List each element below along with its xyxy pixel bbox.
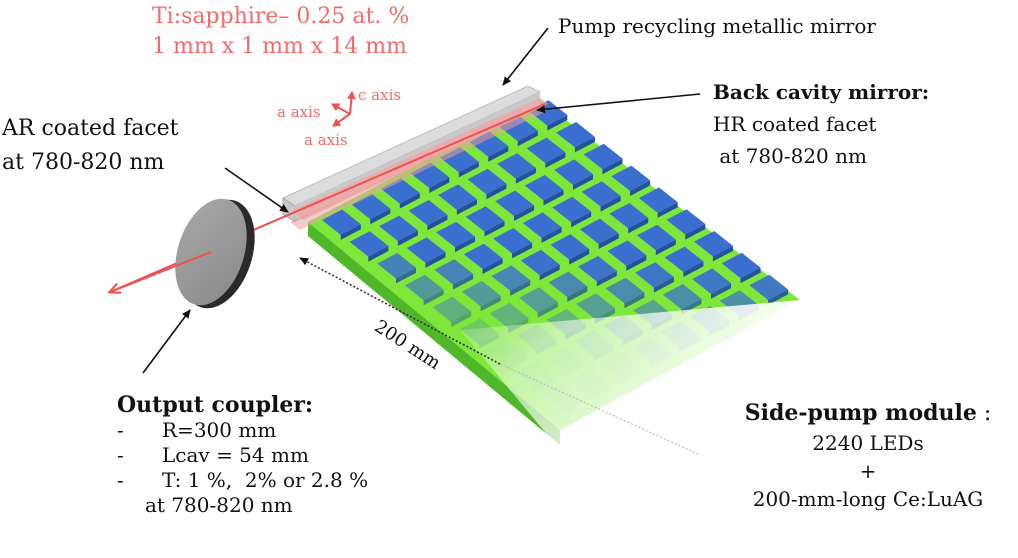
- output-coupler-tail: at 780-820 nm: [145, 493, 293, 518]
- c-axis-label: c axis: [358, 86, 402, 104]
- crystal-spec-line1: Ti:sapphire– 0.25 at. %: [152, 4, 410, 29]
- pump-mirror-label: Pump recycling metallic mirror: [558, 14, 876, 38]
- side-pump-leds: 2240 LEDs: [812, 431, 924, 456]
- output-coupler-leader: [142, 309, 191, 374]
- back-mirror-title: Back cavity mirror:: [713, 80, 930, 104]
- output-coupler-mirror: [175, 198, 255, 309]
- a-axis-label-1: a axis: [277, 103, 321, 121]
- side-pump-plus: +: [859, 459, 877, 484]
- pump-recycling-mirror-bar: [281, 85, 548, 230]
- output-coupler-spec: -T: 1 %, 2% or 2.8 %: [117, 468, 369, 493]
- side-pump-block: Side-pump module : 2240 LEDs + 200-mm-lo…: [718, 400, 1018, 511]
- a-axis-label-2: a axis: [304, 131, 348, 149]
- pump-mirror-leader: [502, 27, 549, 86]
- output-coupler-title: Output coupler:: [117, 392, 314, 418]
- ar-facet-line2: at 780-820 nm: [2, 150, 165, 175]
- side-pump-title: Side-pump module: [744, 400, 977, 426]
- side-pump-concentrator: 200-mm-long Ce:LuAG: [752, 487, 984, 512]
- length-dimension-arrow: [299, 257, 501, 365]
- output-coupler-block: Output coupler: -R=300 mm -Lcav = 54 mm …: [117, 392, 368, 518]
- ar-facet-leader: [224, 167, 289, 213]
- output-coupler-spec: -R=300 mm: [117, 418, 277, 443]
- fade-overlay: [460, 300, 1010, 470]
- output-coupler-spec: -Lcav = 54 mm: [117, 443, 309, 468]
- crystal-axes-icon: [331, 91, 356, 127]
- ar-facet-line1: AR coated facet: [2, 116, 179, 141]
- output-coupler-specs: -R=300 mm -Lcav = 54 mm -T: 1 %, 2% or 2…: [117, 418, 368, 493]
- back-mirror-line1: HR coated facet: [713, 112, 877, 136]
- crystal-spec-line2: 1 mm x 1 mm x 14 mm: [152, 34, 407, 59]
- back-mirror-line2: at 780-820 nm: [713, 144, 867, 168]
- back-mirror-leader: [536, 93, 701, 114]
